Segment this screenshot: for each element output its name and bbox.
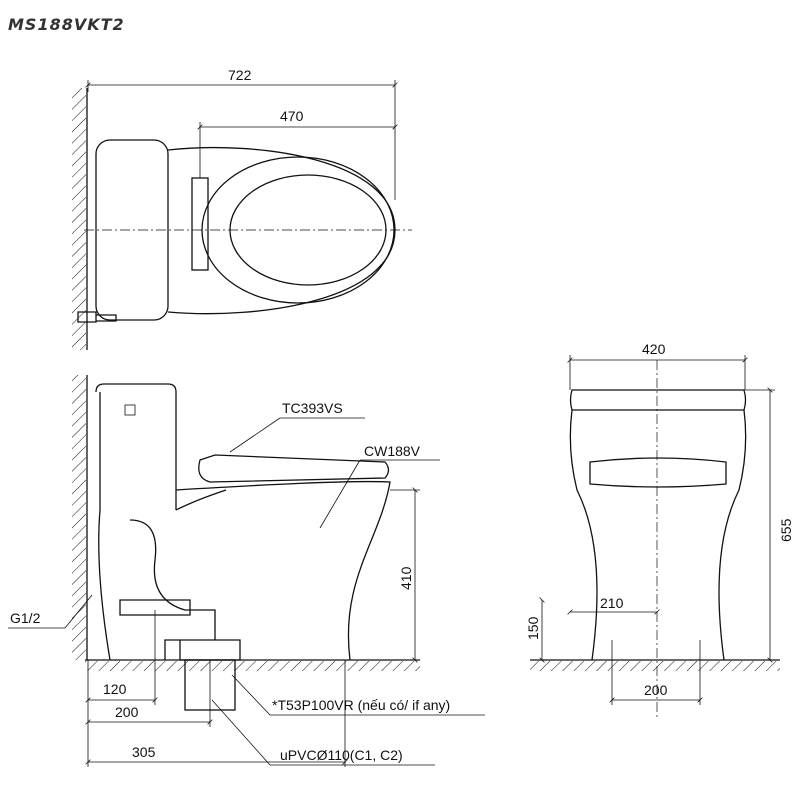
side-view: TC393VS CW188V 410 G1/2 120 200 305 *T53… [8,375,485,767]
front-view: 420 655 210 150 200 [525,341,794,720]
body-front [569,409,747,661]
dim-210: 210 [600,595,624,611]
trapway [119,519,241,661]
label-g1-2: G1/2 [10,610,41,626]
dim-150: 150 [525,616,541,640]
wall-hatch [72,88,86,350]
tank-side [95,383,227,661]
dim-200-front: 200 [644,682,668,698]
label-tc393vs: TC393VS [282,400,343,416]
dim-200: 200 [115,704,139,720]
seat-side [198,454,390,483]
hinge [191,177,209,271]
model-title: MS188VKT2 [8,15,125,34]
tank-lid [569,389,747,411]
dim-410: 410 [398,566,414,590]
dim-305: 305 [132,744,156,760]
top-view: 722 470 [72,67,412,350]
dim-655: 655 [778,518,794,542]
label-pipe: uPVCØ110(C1, C2) [280,747,403,763]
dim-722: 722 [228,67,252,83]
tank-top [95,139,169,321]
dim-470: 470 [280,108,304,124]
label-cw188v: CW188V [364,443,421,459]
bowl-side [175,480,391,661]
dim-420: 420 [642,341,666,357]
supply-valve [77,311,117,323]
label-adapter: *T53P100VR (nếu có/ if any) [272,697,450,713]
dim-120: 120 [103,681,127,697]
seat-front [589,457,727,488]
flush-button-icon [124,404,136,416]
